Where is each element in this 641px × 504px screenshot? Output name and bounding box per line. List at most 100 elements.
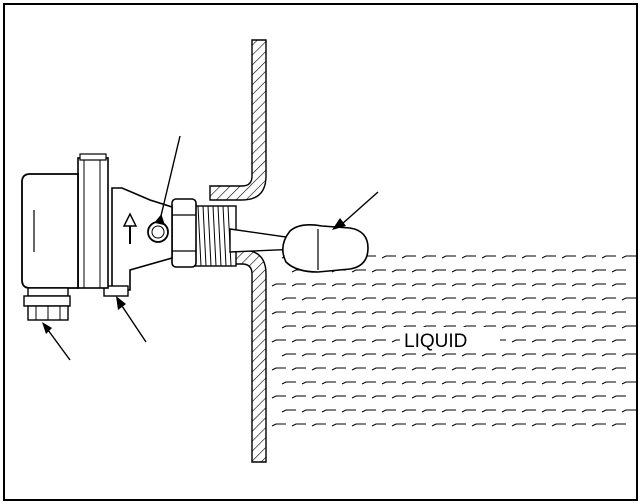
liquid-dash bbox=[531, 367, 546, 371]
liquid-dash bbox=[361, 325, 376, 329]
liquid-dash bbox=[351, 395, 366, 399]
liquid-dash bbox=[341, 409, 356, 413]
liquid-dash bbox=[571, 395, 586, 399]
liquid-dash bbox=[621, 409, 636, 413]
liquid-dash bbox=[581, 409, 596, 413]
liquid-dash bbox=[411, 269, 426, 273]
liquid-dash bbox=[421, 255, 436, 259]
liquid-dash bbox=[331, 339, 346, 343]
liquid-dash bbox=[311, 367, 326, 371]
liquid-dash bbox=[511, 283, 526, 287]
liquid-dash bbox=[371, 367, 386, 371]
liquid-dash bbox=[431, 395, 446, 399]
liquid-label-backing bbox=[400, 327, 500, 353]
thread-line bbox=[197, 205, 202, 267]
thread-line bbox=[207, 205, 212, 267]
liquid-dash bbox=[471, 423, 486, 427]
liquid-dash bbox=[351, 311, 366, 315]
liquid-dash bbox=[501, 353, 516, 357]
liquid-dash bbox=[441, 255, 456, 259]
liquid-dash bbox=[571, 269, 586, 273]
liquid-dash bbox=[451, 423, 466, 427]
liquid-dash bbox=[611, 283, 626, 287]
liquid-dash bbox=[481, 409, 496, 413]
liquid-dash bbox=[561, 353, 576, 357]
liquid-dash bbox=[441, 409, 456, 413]
fitting-threads bbox=[197, 205, 232, 267]
liquid-dash bbox=[481, 353, 496, 357]
liquid-dash bbox=[551, 311, 566, 315]
hex-nut bbox=[171, 198, 197, 268]
liquid-dash bbox=[431, 367, 446, 371]
liquid-dash bbox=[371, 311, 386, 315]
liquid-dash bbox=[621, 353, 636, 357]
liquid-dash bbox=[441, 297, 456, 301]
liquid-dash bbox=[451, 269, 466, 273]
liquid-dash bbox=[361, 381, 376, 385]
liquid-dash bbox=[601, 255, 616, 259]
liquid-dash bbox=[451, 367, 466, 371]
liquid-dash bbox=[311, 339, 326, 343]
adjustment-screw bbox=[147, 221, 169, 243]
liquid-dash bbox=[481, 381, 496, 385]
liquid-dash bbox=[561, 255, 576, 259]
liquid-dash bbox=[511, 367, 526, 371]
liquid-dash bbox=[321, 353, 336, 357]
liquid-dash bbox=[531, 283, 546, 287]
float-assembly bbox=[229, 224, 369, 273]
liquid-dash bbox=[391, 423, 406, 427]
liquid-dash bbox=[591, 269, 606, 273]
liquid-dash bbox=[471, 395, 486, 399]
liquid-dash bbox=[491, 395, 506, 399]
liquid-dash bbox=[531, 395, 546, 399]
liquid-dash bbox=[491, 283, 506, 287]
figure-border bbox=[3, 3, 638, 501]
liquid-dash bbox=[381, 409, 396, 413]
liquid-dash bbox=[311, 395, 326, 399]
liquid-dash bbox=[611, 423, 626, 427]
liquid-dash bbox=[391, 269, 406, 273]
liquid-dash bbox=[281, 381, 296, 385]
liquid-dash bbox=[621, 297, 636, 301]
liquid-dash bbox=[581, 353, 596, 357]
liquid-dash bbox=[441, 353, 456, 357]
liquid-dash bbox=[571, 311, 586, 315]
liquid-dash bbox=[321, 297, 336, 301]
liquid-dash bbox=[321, 409, 336, 413]
liquid-dash bbox=[461, 353, 476, 357]
liquid-dash bbox=[331, 423, 346, 427]
liquid-dash bbox=[321, 381, 336, 385]
liquid-dash bbox=[401, 381, 416, 385]
liquid-dash bbox=[391, 395, 406, 399]
liquid-dash bbox=[611, 367, 626, 371]
liquid-dash bbox=[281, 353, 296, 357]
liquid-dash bbox=[511, 395, 526, 399]
adjustment-screw-leader bbox=[154, 135, 181, 226]
liquid-dash bbox=[431, 269, 446, 273]
liquid-dash bbox=[591, 367, 606, 371]
liquid-dash bbox=[351, 339, 366, 343]
liquid-dash bbox=[601, 297, 616, 301]
threaded-fitting bbox=[193, 205, 237, 267]
liquid-dash bbox=[301, 353, 316, 357]
liquid-dash bbox=[581, 255, 596, 259]
liquid-dash bbox=[311, 283, 326, 287]
liquid-dash bbox=[371, 269, 386, 273]
liquid-dash bbox=[341, 297, 356, 301]
liquid-dash bbox=[411, 367, 426, 371]
liquid-dash bbox=[581, 381, 596, 385]
liquid-dash bbox=[591, 311, 606, 315]
liquid-dash bbox=[531, 339, 546, 343]
liquid-dash bbox=[551, 269, 566, 273]
liquid-dash bbox=[291, 283, 306, 287]
liquid-dash bbox=[461, 255, 476, 259]
liquid-dash bbox=[491, 423, 506, 427]
liquid-dash bbox=[281, 409, 296, 413]
liquid-dash bbox=[491, 269, 506, 273]
liquid-dash bbox=[611, 269, 626, 273]
liquid-dash bbox=[371, 339, 386, 343]
liquid-dash bbox=[291, 339, 306, 343]
liquid-dash bbox=[571, 423, 586, 427]
liquid-dash bbox=[481, 255, 496, 259]
liquid-dash bbox=[421, 297, 436, 301]
